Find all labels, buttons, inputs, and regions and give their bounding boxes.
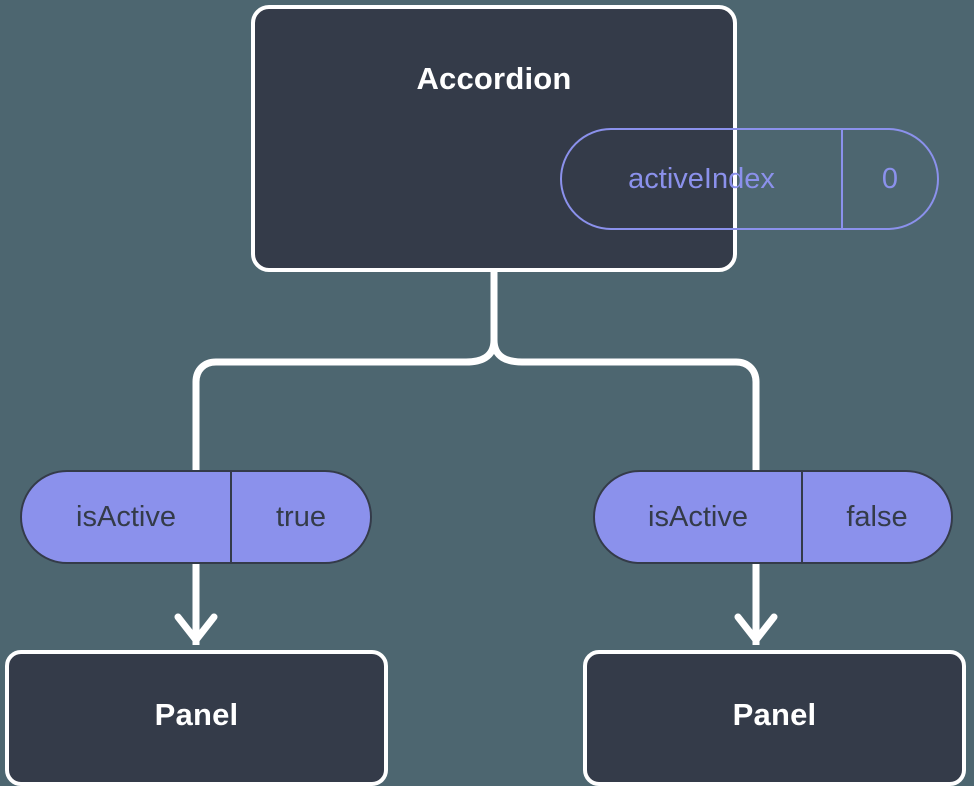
edge-branch-right [490, 339, 760, 470]
node-panel-right-title: Panel [732, 697, 817, 732]
state-pill-active-index-key: activeIndex [562, 130, 843, 228]
prop-pill-is-active-false[interactable]: isActive false [593, 470, 953, 564]
prop-pill-is-active-true-value: true [276, 500, 326, 533]
node-accordion[interactable]: Accordion activeIndex 0 [251, 5, 939, 272]
node-panel-left-title: Panel [154, 697, 239, 732]
node-panel-left[interactable]: Panel [5, 650, 388, 786]
prop-pill-is-active-true-key: isActive [22, 472, 232, 562]
node-accordion-title: Accordion [416, 61, 572, 96]
edge-branch-left [192, 339, 498, 470]
state-pill-active-index[interactable]: activeIndex 0 [560, 128, 939, 230]
prop-pill-is-active-true[interactable]: isActive true [20, 470, 372, 564]
arrow-head-left-icon [174, 613, 218, 644]
node-panel-right[interactable]: Panel [583, 650, 966, 786]
arrow-head-right-icon [734, 613, 778, 644]
diagram-canvas: Accordion activeIndex 0 isActive true is… [5, 5, 966, 786]
state-pill-active-index-value: 0 [881, 162, 899, 195]
prop-pill-is-active-false-key: isActive [595, 472, 803, 562]
prop-pill-is-active-false-value: false [846, 500, 908, 533]
